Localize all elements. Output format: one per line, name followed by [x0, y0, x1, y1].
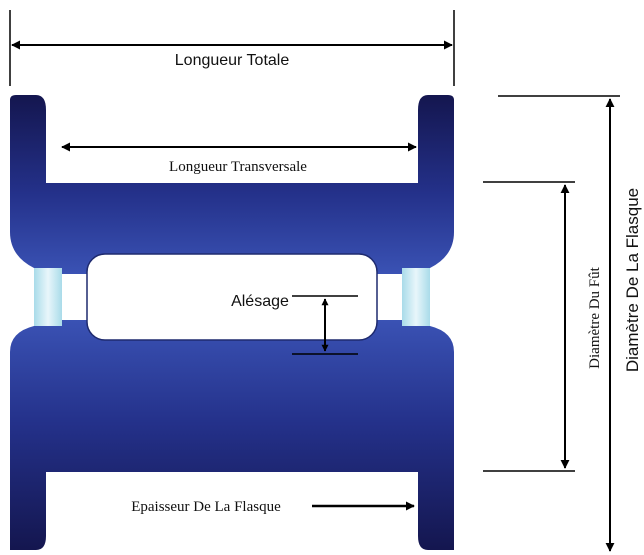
flange-thickness-label: Epaisseur De La Flasque [131, 499, 281, 515]
spool-lower-body [10, 320, 454, 550]
flange-diameter-label: Diamètre De La Flasque [623, 188, 642, 372]
bore-opening [86, 253, 378, 341]
barrel-diameter-label: Diamètre Du Fût [587, 266, 603, 368]
left-bushing [34, 268, 62, 326]
transverse-length-label: Longueur Transversale [169, 159, 307, 175]
right-bushing [402, 268, 430, 326]
total-length-label: Longueur Totale [175, 52, 290, 69]
spool-upper-body [10, 95, 454, 274]
bore-label: Alésage [231, 293, 289, 310]
